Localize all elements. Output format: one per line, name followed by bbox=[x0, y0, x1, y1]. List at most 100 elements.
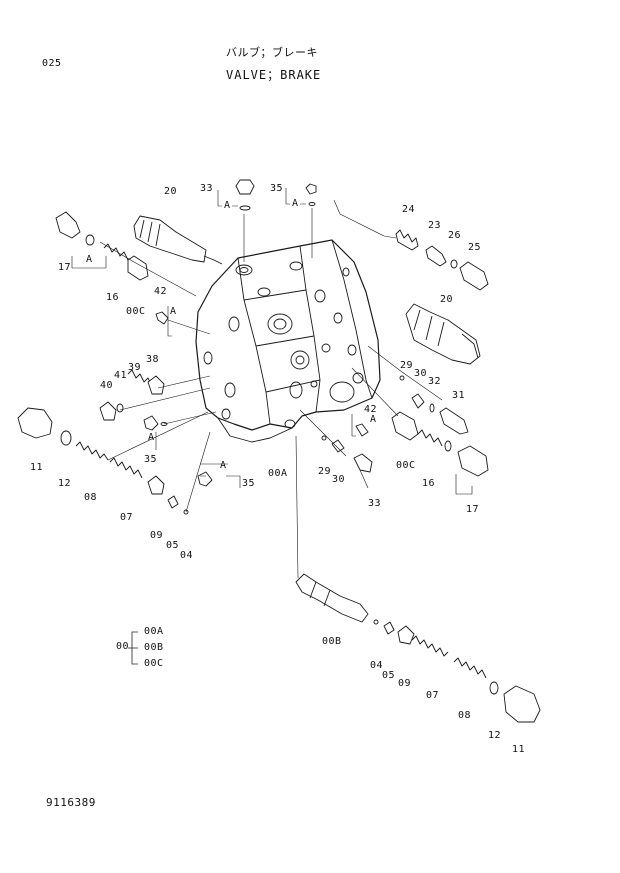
legend-parent: 00 bbox=[116, 641, 130, 652]
plug-38 bbox=[147, 375, 165, 395]
callout-label: A bbox=[86, 254, 93, 265]
plug-35-top bbox=[305, 183, 317, 206]
leader-lines bbox=[99, 199, 443, 579]
callout-label: 23 bbox=[428, 220, 442, 231]
callout-label: 16 bbox=[422, 478, 436, 489]
solenoid-20-right bbox=[405, 303, 481, 365]
callout-label: 00A bbox=[268, 468, 288, 479]
seat-05-lower bbox=[383, 621, 395, 635]
callout-label: A bbox=[220, 460, 227, 471]
callout-label: 20 bbox=[440, 294, 454, 305]
plug-35-left bbox=[143, 415, 168, 431]
solenoid-20-left bbox=[133, 215, 223, 265]
callout-label: 08 bbox=[84, 492, 98, 503]
callout-label: A bbox=[170, 306, 177, 317]
spring-16-left bbox=[103, 243, 149, 281]
cap-11-lower bbox=[503, 685, 541, 723]
callout-label: 40 bbox=[100, 380, 114, 391]
callout-label: 04 bbox=[370, 660, 384, 671]
callout-label: 39 bbox=[128, 362, 142, 373]
callout-label: 07 bbox=[426, 690, 440, 701]
callout-label: 29 bbox=[400, 360, 414, 371]
spring-08-lower bbox=[453, 657, 487, 679]
ring-41 bbox=[116, 403, 124, 413]
callout-label: 12 bbox=[58, 478, 72, 489]
page-title: VALVE；BRAKE bbox=[226, 68, 322, 82]
bolt-24 bbox=[395, 229, 419, 251]
callout-label: 24 bbox=[402, 204, 416, 215]
ring-17-right bbox=[444, 440, 452, 452]
spool-09-left bbox=[147, 475, 165, 495]
legend-child-00c: 00C bbox=[144, 658, 164, 669]
seat-05-left bbox=[167, 495, 179, 509]
plug-17-left bbox=[55, 211, 95, 246]
spring-07-left bbox=[109, 457, 143, 479]
callout-label: 00C bbox=[126, 306, 146, 317]
callout-label: 42 bbox=[364, 404, 378, 415]
callout-label: 35 bbox=[270, 183, 284, 194]
ring-26 bbox=[450, 259, 458, 269]
callout-label: A bbox=[224, 200, 231, 211]
callout-label: 00C bbox=[396, 460, 416, 471]
spool-09-lower bbox=[397, 625, 415, 645]
spring-39 bbox=[127, 369, 153, 387]
legend-child-00b: 00B bbox=[144, 642, 164, 653]
seat-30-lower bbox=[331, 439, 345, 453]
plug-17-right bbox=[457, 445, 489, 477]
callout-label: 31 bbox=[452, 390, 466, 401]
plug-33-top bbox=[235, 179, 255, 211]
ball-29-lower bbox=[321, 435, 327, 441]
ring-12-left bbox=[60, 430, 72, 446]
callout-label: 30 bbox=[414, 368, 428, 379]
callout-label: 33 bbox=[368, 498, 382, 509]
callout-label: 33 bbox=[200, 183, 214, 194]
plug-33-lower bbox=[353, 453, 373, 473]
ring-32 bbox=[429, 403, 435, 413]
page-number: 025 bbox=[42, 58, 62, 69]
callout-label: 35 bbox=[242, 478, 256, 489]
callout-label: 42 bbox=[154, 286, 168, 297]
spring-16-right bbox=[417, 429, 443, 447]
valve-body-00a bbox=[195, 239, 381, 443]
bolt-31 bbox=[439, 407, 469, 435]
cap-00c-right bbox=[391, 411, 419, 441]
callout-label: 17 bbox=[58, 262, 72, 273]
callout-label: 41 bbox=[114, 370, 128, 381]
callout-label: 11 bbox=[512, 744, 526, 755]
callout-label: 35 bbox=[144, 454, 158, 465]
callout-label: 38 bbox=[146, 354, 160, 365]
ball-29-right bbox=[399, 375, 405, 381]
callout-label: 17 bbox=[466, 504, 480, 515]
small-plug-42-left bbox=[155, 311, 169, 325]
callout-label: 07 bbox=[120, 512, 134, 523]
small-plug-42-right bbox=[355, 423, 369, 437]
callout-label: 29 bbox=[318, 466, 332, 477]
plug-40 bbox=[99, 401, 117, 421]
callout-label: 04 bbox=[180, 550, 194, 561]
callout-label: 25 bbox=[468, 242, 482, 253]
cap-11-left bbox=[17, 407, 53, 439]
callout-label: A bbox=[370, 414, 377, 425]
callout-label: 26 bbox=[448, 230, 462, 241]
callout-label: 09 bbox=[150, 530, 164, 541]
callout-label: A bbox=[148, 432, 155, 443]
callout-label: 20 bbox=[164, 186, 178, 197]
callout-label: 30 bbox=[332, 474, 346, 485]
spool-00b bbox=[295, 573, 369, 623]
callout-label: 05 bbox=[382, 670, 396, 681]
callout-label: 11 bbox=[30, 462, 44, 473]
callout-label: 09 bbox=[398, 678, 412, 689]
brackets bbox=[71, 188, 473, 495]
callout-label: 12 bbox=[488, 730, 502, 741]
drawing-number: 9116389 bbox=[46, 796, 96, 809]
title-japanese: バルブ；ブレーキ bbox=[226, 46, 318, 59]
legend-child-00a: 00A bbox=[144, 626, 164, 637]
callout-label: A bbox=[292, 198, 299, 209]
plug-25 bbox=[459, 261, 489, 291]
spring-08-left bbox=[75, 441, 109, 461]
callout-label: 08 bbox=[458, 710, 472, 721]
seat-30-right bbox=[411, 393, 425, 409]
plug-35-bottom bbox=[197, 471, 213, 487]
